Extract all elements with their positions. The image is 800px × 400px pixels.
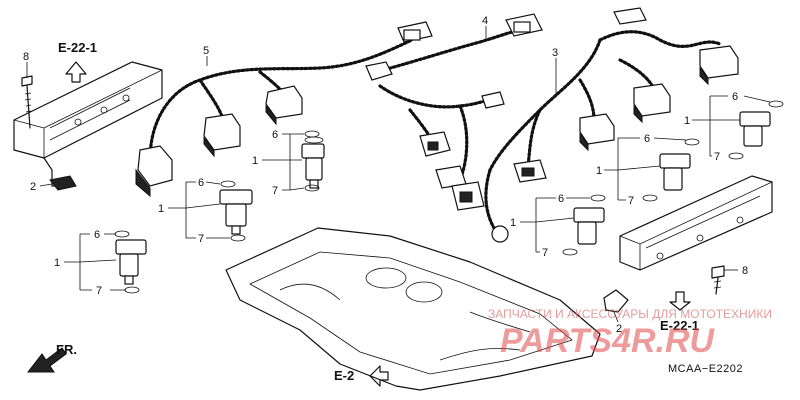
callout-8-left: 8 <box>23 51 29 63</box>
callout-3: 3 <box>552 47 558 59</box>
callout-1-d: 1 <box>684 115 690 127</box>
callout-6-d: 6 <box>732 91 738 103</box>
injector-f <box>573 207 605 245</box>
callout-6-a: 6 <box>272 129 278 141</box>
leader-lines <box>26 26 771 323</box>
callout-5: 5 <box>203 45 209 57</box>
front-indicator: FR. <box>26 342 77 373</box>
callout-7-e: 7 <box>628 195 634 207</box>
callout-1-b: 1 <box>158 203 164 215</box>
callout-1-a: 1 <box>252 155 258 167</box>
o-rings <box>114 100 784 294</box>
harness-3 <box>484 7 739 243</box>
callout-6-c: 6 <box>94 229 100 241</box>
ref-e22-1-bottom-label: E-22-1 <box>660 318 699 333</box>
callout-7-f: 7 <box>542 247 548 259</box>
bracket-left <box>49 175 77 191</box>
callout-4: 4 <box>482 15 488 27</box>
bolt-right <box>711 265 725 295</box>
callout-6-e: 6 <box>644 133 650 145</box>
ref-e22-1-bottom[interactable]: E-22-1 <box>660 291 699 333</box>
callout-6-b: 6 <box>198 177 204 189</box>
front-arrow-icon <box>26 347 67 373</box>
injector-e <box>659 153 691 191</box>
arrow-left-icon <box>369 365 389 387</box>
watermark-line1: ЗАПЧАСТИ И АКСЕССУАРЫ ДЛЯ МОТОТЕХНИКИ <box>488 307 772 321</box>
harness-4 <box>365 13 543 211</box>
callout-6-f: 6 <box>558 193 564 205</box>
callout-7-c: 7 <box>96 285 102 297</box>
bolt-left <box>21 75 33 129</box>
callout-2-left: 2 <box>30 181 36 193</box>
arrow-down-icon <box>669 291 691 311</box>
callout-1-f: 1 <box>510 217 516 229</box>
callout-7-b: 7 <box>198 233 204 245</box>
bracket-right <box>603 289 629 313</box>
callout-1-c: 1 <box>54 257 60 269</box>
harness-5 <box>135 21 433 198</box>
diagram-code: MCAA−E2202 <box>668 363 743 375</box>
ref-e22-1-top-label: E-22-1 <box>58 40 97 55</box>
injector-b <box>219 189 253 235</box>
front-label: FR. <box>56 342 77 357</box>
callout-7-a: 7 <box>272 185 278 197</box>
callout-8-right: 8 <box>742 265 748 277</box>
callout-2-right: 2 <box>616 323 622 335</box>
intake-cover <box>225 227 601 391</box>
ref-e2-label: E-2 <box>334 368 354 383</box>
watermark: ЗАПЧАСТИ И АКСЕССУАРЫ ДЛЯ МОТОТЕХНИКИ PA… <box>488 307 772 360</box>
callout-7-d: 7 <box>714 151 720 163</box>
watermark-line2: PARTS4R.RU <box>500 322 716 360</box>
injector-c <box>115 239 147 285</box>
callout-1-e: 1 <box>596 165 602 177</box>
ref-e22-1-top[interactable]: E-22-1 <box>58 40 97 83</box>
callouts: 8 2 5 4 3 6 1 7 6 1 7 6 1 7 6 1 7 6 1 7 … <box>23 15 748 335</box>
fuel-rail-right <box>619 175 773 271</box>
injector-d <box>739 111 771 147</box>
arrow-up-icon <box>65 61 87 83</box>
ref-e2[interactable]: E-2 <box>334 365 389 387</box>
injector-a <box>301 136 325 189</box>
